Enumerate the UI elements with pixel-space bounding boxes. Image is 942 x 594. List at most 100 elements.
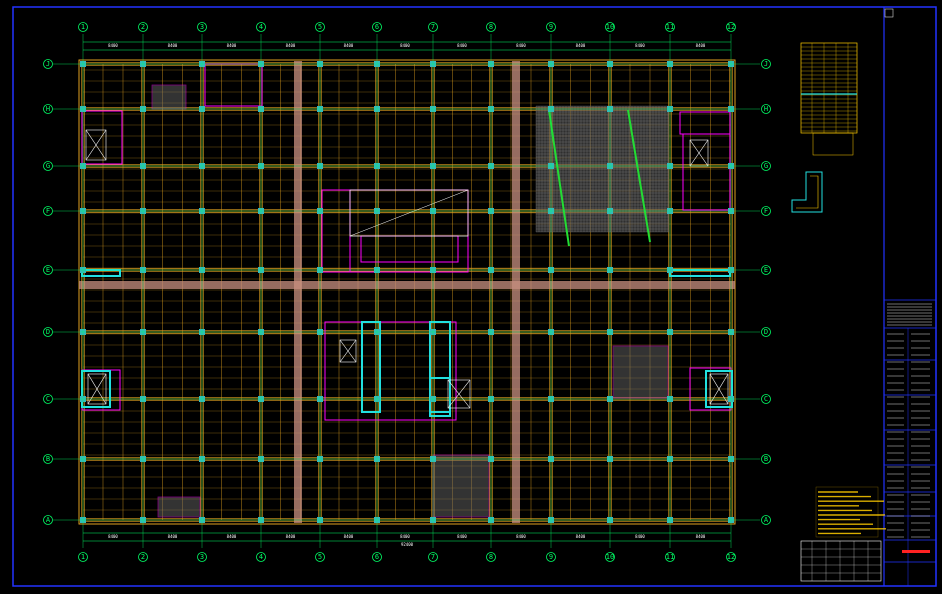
- axis-bubble-circle: [43, 104, 53, 114]
- axis-bubble-top: 5: [315, 22, 325, 32]
- cyan-core: [429, 321, 451, 413]
- axis-bubble-circle: [372, 22, 382, 32]
- lower-core-wall: [324, 321, 457, 421]
- title-block: [884, 8, 936, 586]
- axis-bubble-label: H: [764, 105, 768, 113]
- axis-bubble-top: 10: [605, 22, 615, 32]
- floor-framing: [78, 59, 736, 525]
- axis-bubble-label: J: [46, 60, 50, 68]
- dimension-text: 8400: [227, 534, 237, 539]
- axis-bubble-label: D: [764, 328, 768, 336]
- axis-bubble-label: G: [764, 162, 768, 170]
- axis-bubble-top: 2: [138, 22, 148, 32]
- dimension-text: 8400: [635, 43, 645, 48]
- axis-bubble-circle: [43, 515, 53, 525]
- axis-bubble-left: E: [43, 265, 53, 275]
- axis-bubble-right: G: [761, 161, 771, 171]
- opening-cross: [85, 129, 107, 161]
- axis-bubble-top: 3: [197, 22, 207, 32]
- dimension-text: 8400: [344, 534, 354, 539]
- axis-bubble-bottom: 4: [256, 552, 266, 562]
- axis-bubble-right: B: [761, 454, 771, 464]
- opening-diagonal: [85, 129, 107, 161]
- opening-diagonal: [689, 139, 709, 167]
- hatched-panel: [151, 84, 187, 110]
- axis-bubble-label: 11: [666, 23, 674, 31]
- dimension-text: 8400: [696, 43, 706, 48]
- axis-bubble-circle: [43, 454, 53, 464]
- axis-bubble-label: F: [46, 207, 50, 215]
- axis-bubble-label: E: [764, 266, 768, 274]
- side-details: [791, 42, 886, 582]
- section-outline: [791, 171, 823, 213]
- dimension-text: 8400: [457, 43, 467, 48]
- axis-bubble-right: C: [761, 394, 771, 404]
- axis-bubble-right: E: [761, 265, 771, 275]
- axis-bubble-circle: [43, 394, 53, 404]
- dimension-text: 8400: [400, 534, 410, 539]
- axis-bubble-right: D: [761, 327, 771, 337]
- axis-bubble-circle: [428, 552, 438, 562]
- axis-bubble-label: F: [764, 207, 768, 215]
- slab-edge: [78, 59, 736, 525]
- axis-bubble-label: 12: [727, 23, 735, 31]
- axis-bubble-circle: [605, 552, 615, 562]
- axis-bubble-label: 9: [549, 553, 553, 561]
- axis-bubble-bottom: 6: [372, 552, 382, 562]
- cyan-core: [81, 370, 111, 408]
- axis-bubble-circle: [761, 454, 771, 464]
- dimension-text: 8400: [286, 43, 296, 48]
- axis-bubble-label: 11: [666, 553, 674, 561]
- axis-bubble-right: F: [761, 206, 771, 216]
- opening-box: [709, 373, 729, 405]
- dimension-text: 8400: [696, 534, 706, 539]
- axis-bubble-left: G: [43, 161, 53, 171]
- hatched-panel: [432, 454, 490, 518]
- axis-bubble-circle: [546, 552, 556, 562]
- axis-bubble-bottom: 12: [726, 552, 736, 562]
- opening-diagonal: [447, 379, 471, 409]
- axis-bubble-label: 6: [375, 553, 379, 561]
- dimension-text: 8400: [516, 43, 526, 48]
- axis-bubble-label: 3: [200, 23, 204, 31]
- dimension-text: 8400: [168, 43, 178, 48]
- axis-bubble-top: 7: [428, 22, 438, 32]
- opening-cross: [447, 379, 471, 409]
- axis-bubble-label: J: [764, 60, 768, 68]
- axis-bubble-circle: [43, 265, 53, 275]
- axis-bubble-label: 3: [200, 553, 204, 561]
- axis-bubble-circle: [726, 22, 736, 32]
- axis-bubble-label: 8: [489, 553, 493, 561]
- axis-bubble-label: 4: [259, 23, 263, 31]
- axis-bubble-circle: [256, 552, 266, 562]
- axis-bubble-label: 8: [489, 23, 493, 31]
- axis-bubble-label: 1: [81, 23, 85, 31]
- axis-bubble-label: 7: [431, 23, 435, 31]
- axis-bubble-left: B: [43, 454, 53, 464]
- axis-bubble-top: 9: [546, 22, 556, 32]
- axis-bubble-circle: [761, 161, 771, 171]
- overall-dimension-text: 92400: [401, 542, 414, 547]
- axis-bubble-circle: [43, 161, 53, 171]
- axis-bubble-label: B: [46, 455, 50, 463]
- axis-bubble-circle: [372, 552, 382, 562]
- dimension-text: 8400: [108, 534, 118, 539]
- dimension-text: 8400: [516, 534, 526, 539]
- axis-bubble-top: 6: [372, 22, 382, 32]
- axis-bubble-circle: [486, 22, 496, 32]
- atrium-diagonal: [349, 189, 469, 237]
- cyan-core: [361, 321, 381, 413]
- axis-bubble-top: 12: [726, 22, 736, 32]
- axis-bubble-circle: [138, 552, 148, 562]
- axis-bubble-circle: [43, 59, 53, 69]
- axis-bubble-left: J: [43, 59, 53, 69]
- dimension-text: 8400: [344, 43, 354, 48]
- axis-bubble-circle: [315, 22, 325, 32]
- axis-bubble-top: 8: [486, 22, 496, 32]
- axis-bubble-label: 4: [259, 553, 263, 561]
- opening-box: [85, 129, 107, 161]
- axis-bubble-top: 11: [665, 22, 675, 32]
- axis-bubble-top: 1: [78, 22, 88, 32]
- axis-bubble-label: D: [46, 328, 50, 336]
